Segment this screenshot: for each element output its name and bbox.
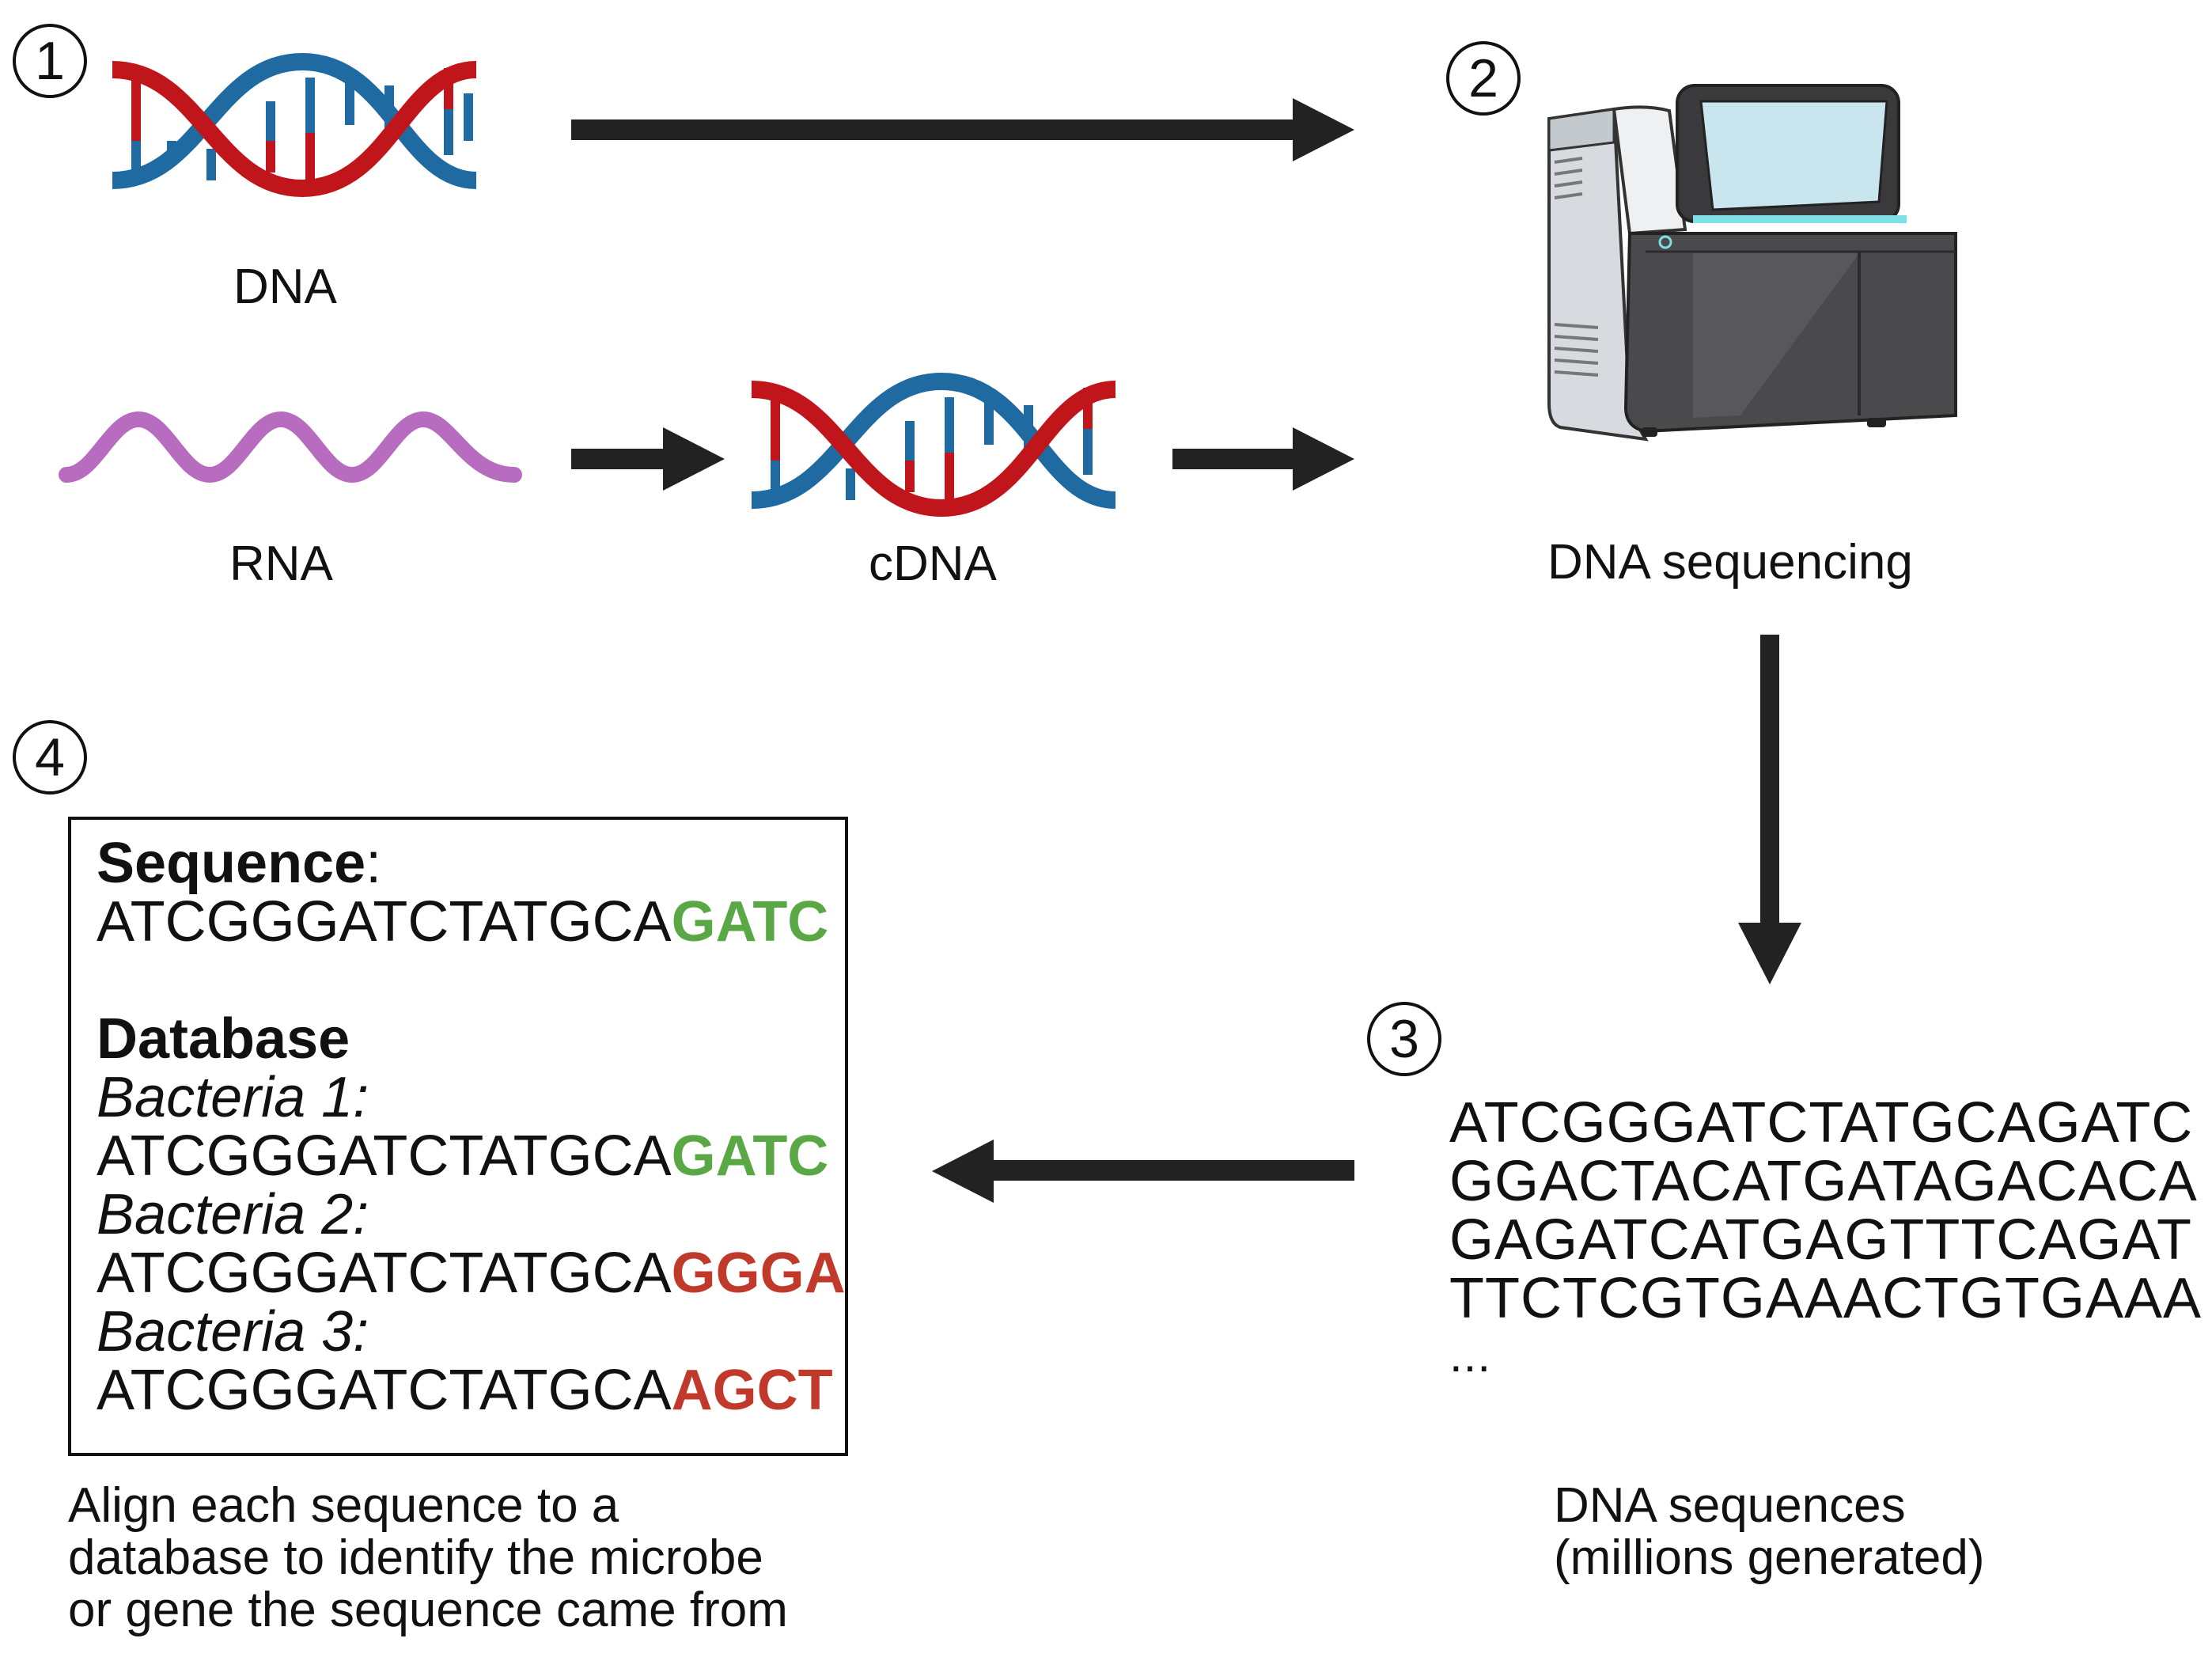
step-3-badge: 3 [1367, 1002, 1441, 1076]
align-caption: Align each sequence to a database to ide… [68, 1480, 788, 1636]
sequences-caption: DNA sequences (millions generated) [1554, 1480, 1984, 1584]
dna-label: DNA [233, 260, 337, 314]
sequence-heading-row: Sequence: [97, 834, 846, 893]
sequence-read: GGACTACATGATAGACACA [1449, 1150, 2198, 1213]
cdna-helix-icon [751, 372, 1116, 518]
step-2-badge: 2 [1446, 41, 1521, 116]
align-caption-line: database to identify the microbe [68, 1530, 763, 1585]
database-entry-sequence: ATCGGGATCTATGCAGATC [97, 1127, 846, 1185]
step-4-number: 4 [35, 727, 65, 787]
step-1-number: 1 [35, 31, 65, 91]
entry-suffix-mismatch: GGGA [671, 1242, 846, 1305]
entry-prefix: ATCGGGATCTATGCA [97, 1242, 672, 1305]
sequence-read: GAGATCATGAGTTTCAGAT [1449, 1208, 2193, 1272]
sequences-caption-line: DNA sequences [1554, 1478, 1906, 1533]
sequence-heading: Sequence [97, 832, 366, 895]
query-prefix: ATCGGGATCTATGCA [97, 890, 672, 954]
align-caption-line: or gene the sequence came from [68, 1583, 788, 1637]
entry-prefix: ATCGGGATCTATGCA [97, 1359, 672, 1422]
query-sequence: ATCGGGATCTATGCAGATC [97, 893, 846, 951]
query-suffix: GATC [671, 890, 829, 954]
database-entry-sequence: ATCGGGATCTATGCAAGCT [97, 1361, 846, 1420]
sequencer-machine-icon [1547, 84, 1957, 442]
dna-helix-icon [112, 52, 477, 198]
entry-suffix-match: GATC [671, 1124, 829, 1188]
step-2-number: 2 [1468, 48, 1498, 108]
database-entry-name: Bacteria 3: [97, 1300, 369, 1363]
align-caption-line: Align each sequence to a [68, 1478, 619, 1533]
rna-strand-icon [59, 411, 522, 484]
sequence-colon: : [366, 832, 382, 895]
sequence-reads: ATCGGGATCTATGCAGATC GGACTACATGATAGACACA … [1449, 1094, 2202, 1383]
database-entry-sequence: ATCGGGATCTATGCAGGGA [97, 1244, 846, 1303]
step-1-badge: 1 [13, 24, 87, 98]
database-heading: Database [97, 1007, 350, 1071]
database-entry-name: Bacteria 2: [97, 1183, 369, 1246]
sequence-ellipsis: ... [1449, 1329, 1492, 1382]
cdna-label: cDNA [869, 537, 997, 591]
entry-suffix-mismatch: AGCT [671, 1359, 833, 1422]
sequencing-label: DNA sequencing [1547, 535, 1913, 590]
sequences-caption-line: (millions generated) [1554, 1530, 1985, 1585]
database-box: Sequence: ATCGGGATCTATGCAGATC Database B… [68, 817, 848, 1456]
spacer [97, 951, 846, 1010]
sequence-read: TTCTCGTGAAACTGTGAAA [1449, 1267, 2203, 1330]
arrow-icon [571, 98, 1801, 1203]
step-4-badge: 4 [13, 720, 87, 794]
sequence-read: ATCGGGATCTATGCAGATC [1449, 1091, 2194, 1155]
step-3-number: 3 [1389, 1009, 1419, 1069]
rna-label: RNA [229, 537, 333, 591]
entry-prefix: ATCGGGATCTATGCA [97, 1124, 672, 1188]
database-box-content: Sequence: ATCGGGATCTATGCAGATC Database B… [97, 834, 846, 1420]
database-entry-name: Bacteria 1: [97, 1066, 369, 1129]
